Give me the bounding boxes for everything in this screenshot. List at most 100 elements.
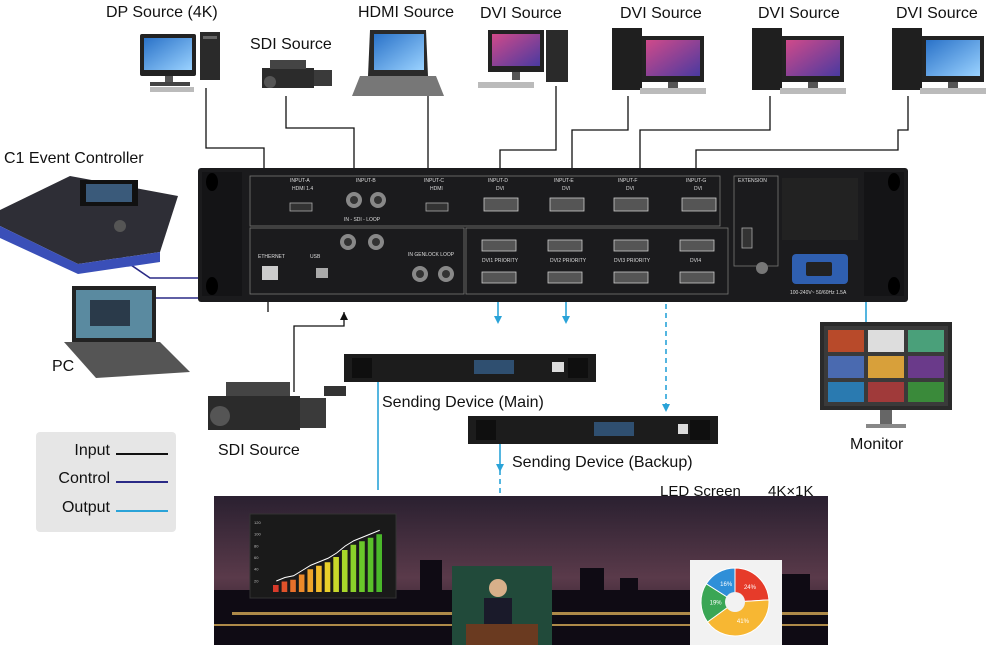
sdi-camera-bottom-icon [208, 382, 346, 430]
panel-dvi-d: DVI [496, 186, 504, 192]
led-pie-chart: 24% 41% 19% 16% [700, 567, 770, 637]
led-pie-slice [705, 567, 736, 603]
dvi-source-1-pc-icon [478, 30, 568, 88]
legend-output-line [116, 510, 168, 512]
led-chart-bar [316, 565, 322, 592]
led-resolution-label: 4K×1K [768, 483, 814, 500]
legend: Input Control Output [36, 432, 176, 532]
legend-input-line [116, 453, 168, 455]
legend-input-label: Input [74, 442, 110, 459]
panel-input-g: INPUT-G [686, 178, 706, 184]
led-chart-bar [341, 550, 348, 592]
fan-grille [782, 178, 858, 240]
led-chart-bar [359, 541, 365, 592]
panel-dvi-e: DVI [562, 186, 570, 192]
sdi-source-bottom-label: SDI Source [218, 442, 300, 459]
led-chart-bar [273, 585, 279, 592]
panel-input-c: INPUT-C [424, 178, 444, 184]
panel-input-e: INPUT-E [554, 178, 574, 184]
legend-item-control: Control [36, 470, 176, 494]
panel-out-3: DVI3 PRIORITY [614, 258, 651, 264]
panel-out-1: DVI1 PRIORITY [482, 258, 519, 264]
c1-event-controller-label: C1 Event Controller [4, 150, 144, 167]
panel-input-f: INPUT-F [618, 178, 637, 184]
panel-usb: USB [310, 254, 321, 260]
led-chart-tick: 60 [254, 555, 259, 560]
legend-control-label: Control [58, 470, 110, 487]
presenter-image [452, 566, 552, 645]
led-chart-bar [333, 557, 339, 592]
led-chart-bar [376, 534, 382, 592]
panel-power: 100-240V~ 50/60Hz 1.5A [790, 290, 847, 296]
led-chart-tick: 40 [254, 567, 259, 572]
sending-device-backup-icon [468, 416, 718, 444]
led-pie-label: 24% [744, 585, 757, 591]
dp-source-pc-icon [140, 32, 220, 92]
legend-item-input: Input [36, 442, 176, 466]
led-bar-chart: 20 40 60 80 100 120 [254, 520, 382, 592]
led-screen: 20 40 60 80 100 120 24% 41% 19% 16% [214, 496, 828, 645]
led-chart-bar [290, 579, 296, 592]
led-chart-tick: 120 [254, 520, 261, 525]
dp-source-label: DP Source (4K) [106, 4, 218, 21]
panel-out-2: DVI2 PRIORITY [550, 258, 587, 264]
video-processor-panel: INPUT-A HDMI 1.4 INPUT-B IN - SDI - LOOP… [198, 168, 908, 302]
led-chart-trend-line [276, 529, 380, 582]
led-pie-hole [725, 592, 745, 612]
led-chart-bar [307, 569, 314, 592]
panel-input-a: INPUT-A [290, 178, 310, 184]
panel-input-b-sub: IN - SDI - LOOP [344, 217, 381, 223]
dvi-source-2-label: DVI Source [620, 5, 702, 22]
sdi-camera-top-icon [262, 60, 332, 88]
panel-ethernet: ETHERNET [258, 254, 285, 260]
led-pie-label: 16% [720, 582, 733, 588]
legend-control-line [116, 481, 168, 483]
sending-device-backup-label: Sending Device (Backup) [512, 454, 693, 471]
led-chart-bar [367, 537, 374, 592]
input-cables [205, 86, 909, 392]
panel-input-b: INPUT-B [356, 178, 376, 184]
panel-input-a-sub: HDMI 1.4 [292, 186, 313, 192]
sending-device-main-label: Sending Device (Main) [382, 394, 544, 411]
panel-input-c-sub: HDMI [430, 186, 443, 192]
led-chart-bar [324, 562, 331, 592]
panel-dvi-g: DVI [694, 186, 702, 192]
led-chart-bar [281, 581, 288, 592]
panel-out-4: DVI4 [690, 258, 701, 264]
led-pie-slice [734, 567, 770, 603]
pc-laptop-icon [64, 286, 190, 378]
dvi-source-2-pc-icon [612, 28, 706, 94]
sending-device-main-icon [344, 354, 596, 382]
led-chart-tick: 100 [254, 532, 261, 537]
led-pie-label: 41% [737, 619, 750, 625]
pc-label: PC [52, 358, 75, 375]
monitor-label: Monitor [850, 436, 904, 453]
panel-extension: EXTENSION [738, 178, 767, 184]
panel-dvi-f: DVI [626, 186, 634, 192]
dvi-source-3-pc-icon [752, 28, 846, 94]
legend-output-label: Output [61, 499, 110, 516]
led-chart-bar [298, 574, 305, 592]
dvi-source-1-label: DVI Source [480, 5, 562, 22]
led-screen-label: LED Screen [660, 483, 741, 500]
hdmi-source-label: HDMI Source [358, 4, 455, 21]
panel-input-d: INPUT-D [488, 178, 508, 184]
dvi-source-4-label: DVI Source [896, 5, 978, 22]
dvi-source-4-pc-icon [892, 28, 986, 94]
dvi-source-3-label: DVI Source [758, 5, 840, 22]
panel-genlock: IN GENLOCK LOOP [408, 252, 455, 258]
monitor-icon [820, 322, 952, 428]
led-pie-slice [706, 599, 770, 637]
led-pie-label: 19% [710, 601, 723, 607]
led-chart-tick: 80 [254, 543, 259, 548]
c1-event-controller-icon [0, 176, 178, 274]
led-chart-bar [350, 544, 357, 592]
led-pie-slice [700, 583, 736, 623]
hdmi-laptop-icon [352, 30, 444, 96]
legend-item-output: Output [36, 499, 176, 523]
led-chart-tick: 20 [254, 578, 259, 583]
sdi-source-top-label: SDI Source [250, 36, 332, 53]
output-arrows [494, 316, 670, 472]
